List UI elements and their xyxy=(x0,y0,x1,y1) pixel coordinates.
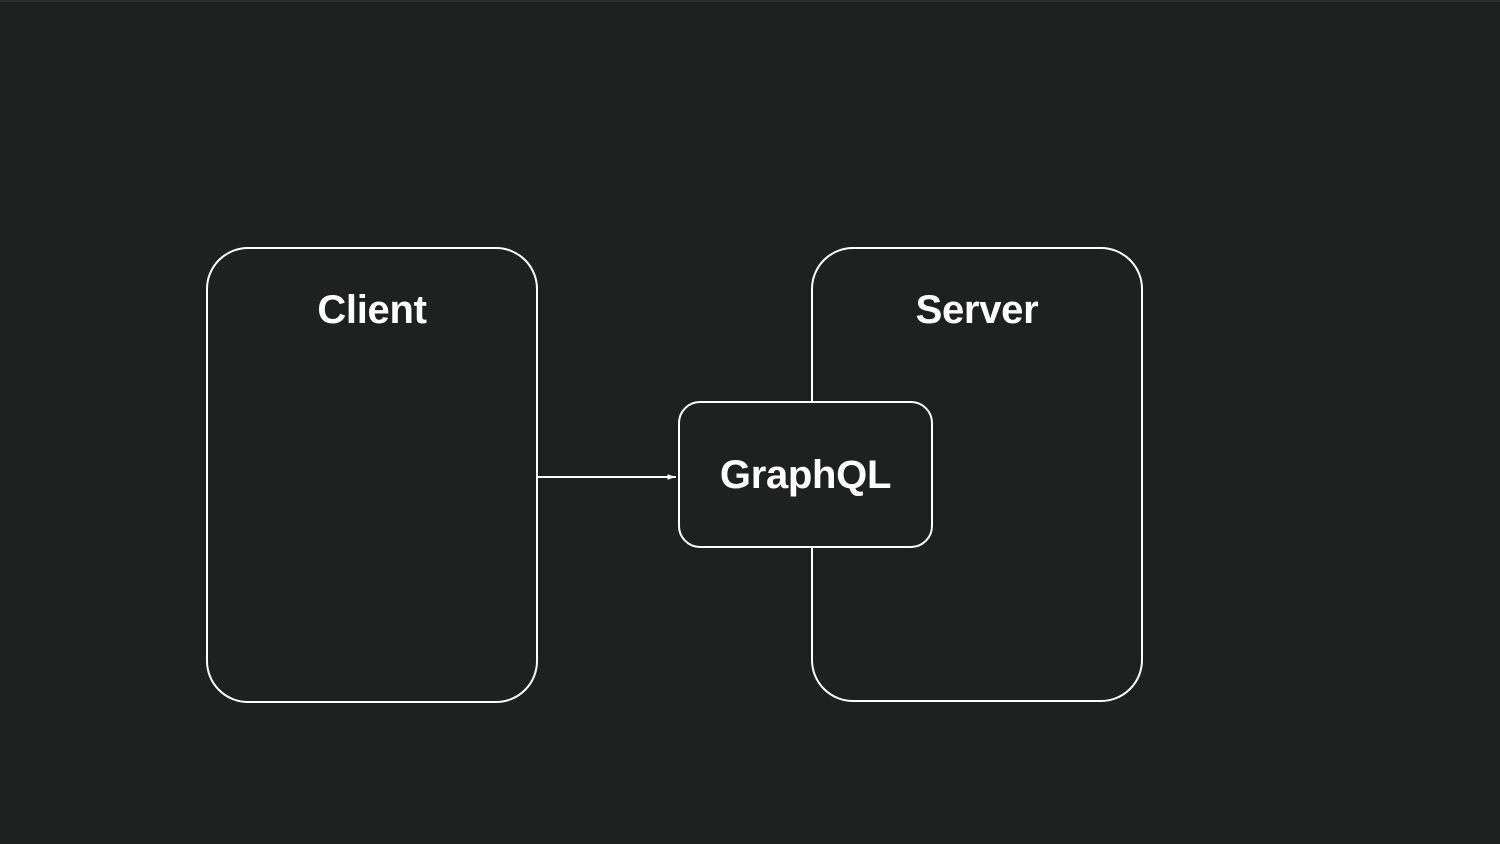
top-edge-hairline xyxy=(0,0,1500,2)
graphql-node[interactable]: GraphQL xyxy=(678,401,933,548)
server-label-wrap: Server xyxy=(813,290,1141,330)
client-label: Client xyxy=(317,288,427,332)
server-label: Server xyxy=(915,288,1039,332)
client-label-wrap: Client xyxy=(208,290,536,330)
graphql-label: GraphQL xyxy=(719,452,892,497)
client-node[interactable]: Client xyxy=(206,247,538,703)
